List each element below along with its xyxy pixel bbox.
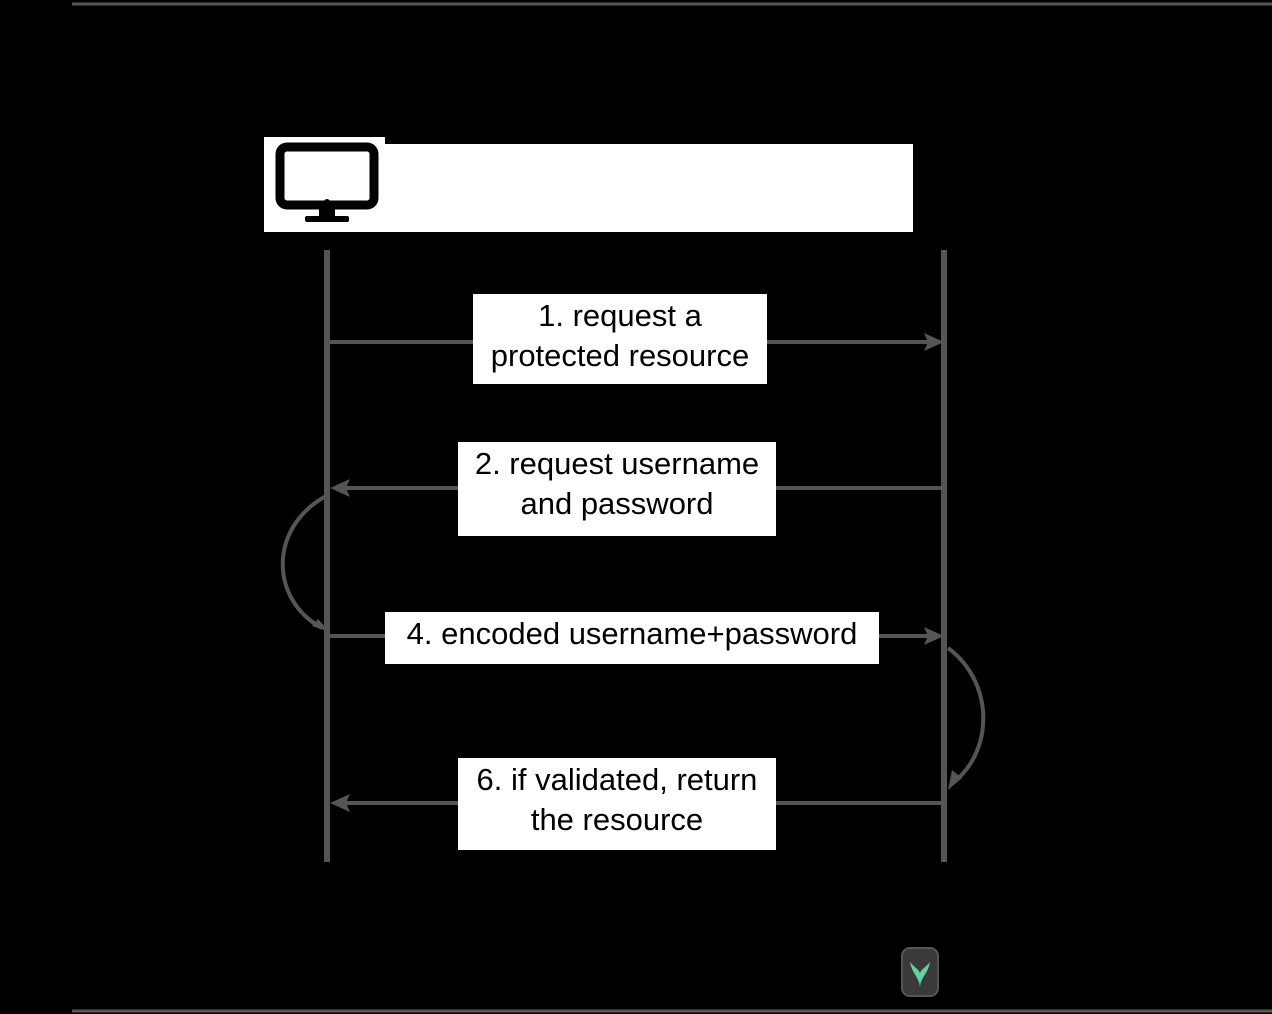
message-4-arrowhead bbox=[924, 627, 944, 645]
client-self-loop-arrow bbox=[280, 494, 327, 630]
server-self-loop-arrowhead bbox=[948, 770, 962, 790]
message-6-label-line-2: the resource bbox=[530, 802, 704, 837]
message-1-arrowhead bbox=[924, 333, 944, 351]
message-1-label-line-2: protected resource bbox=[490, 338, 750, 373]
message-6-label: 6. if validated, return the resource bbox=[458, 758, 776, 850]
desktop-monitor-icon bbox=[275, 142, 379, 222]
message-2-arrowhead bbox=[330, 479, 350, 497]
message-4-label: 4. encoded username+password bbox=[385, 612, 879, 664]
brand-logo-icon bbox=[901, 947, 939, 997]
message-6-label-line-1: 6. if validated, return bbox=[476, 762, 758, 797]
header-box-extension bbox=[385, 144, 913, 232]
message-4-label-line-1: 4. encoded username+password bbox=[406, 616, 858, 651]
message-2-label-line-2: and password bbox=[520, 486, 714, 521]
server-self-loop-arrow bbox=[946, 646, 986, 784]
client-self-loop-arrowhead bbox=[312, 619, 330, 632]
message-2-label-line-1: 2. request username bbox=[474, 446, 760, 481]
message-1-label-line-1: 1. request a bbox=[538, 298, 702, 333]
message-6-arrowhead bbox=[330, 794, 350, 812]
message-1-label: 1. request a protected resource bbox=[473, 294, 767, 384]
message-2-label: 2. request username and password bbox=[458, 442, 776, 536]
